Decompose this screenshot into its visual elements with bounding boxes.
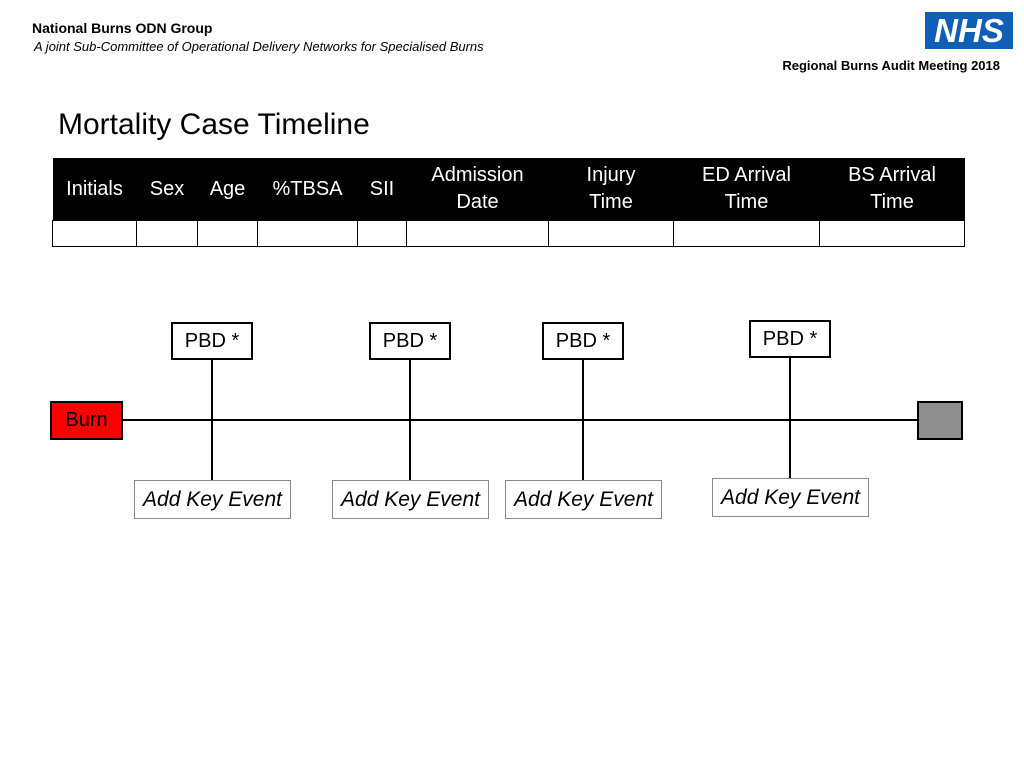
pbd-box[interactable]: PBD * — [369, 322, 451, 360]
cell-tbsa[interactable] — [257, 220, 358, 247]
cell-bs-arrival-time[interactable] — [819, 220, 965, 247]
meeting-label: Regional Burns Audit Meeting 2018 — [782, 58, 1000, 73]
nhs-logo-mark: NHS — [934, 14, 1004, 47]
burn-start-box: Burn — [50, 401, 123, 440]
cell-age[interactable] — [197, 220, 258, 247]
cell-ed-arrival-time[interactable] — [673, 220, 820, 247]
table-row — [52, 220, 965, 247]
pbd-box[interactable]: PBD * — [749, 320, 831, 358]
cell-initials[interactable] — [52, 220, 137, 247]
key-event-box[interactable]: Add Key Event — [505, 480, 662, 519]
pbd-box[interactable]: PBD * — [542, 322, 624, 360]
col-age: Age — [197, 158, 258, 221]
pbd-box[interactable]: PBD * — [171, 322, 253, 360]
page-title: Mortality Case Timeline — [58, 108, 370, 141]
nhs-logo-text: NHS — [934, 14, 1004, 47]
nhs-logo: NHS — [925, 12, 1013, 49]
key-event-box[interactable]: Add Key Event — [332, 480, 489, 519]
org-name: National Burns ODN Group — [32, 20, 213, 36]
col-tbsa: %TBSA — [257, 158, 358, 221]
col-sex: Sex — [136, 158, 198, 221]
cell-injury-time[interactable] — [548, 220, 674, 247]
key-event-box[interactable]: Add Key Event — [712, 478, 869, 517]
key-event-box[interactable]: Add Key Event — [134, 480, 291, 519]
col-initials: Initials — [52, 158, 137, 221]
cell-sex[interactable] — [136, 220, 198, 247]
cell-sii[interactable] — [357, 220, 407, 247]
col-sii: SII — [357, 158, 407, 221]
timeline-end-box — [917, 401, 963, 440]
org-subtitle: A joint Sub-Committee of Operational Del… — [34, 39, 484, 54]
cell-admission-date[interactable] — [406, 220, 549, 247]
